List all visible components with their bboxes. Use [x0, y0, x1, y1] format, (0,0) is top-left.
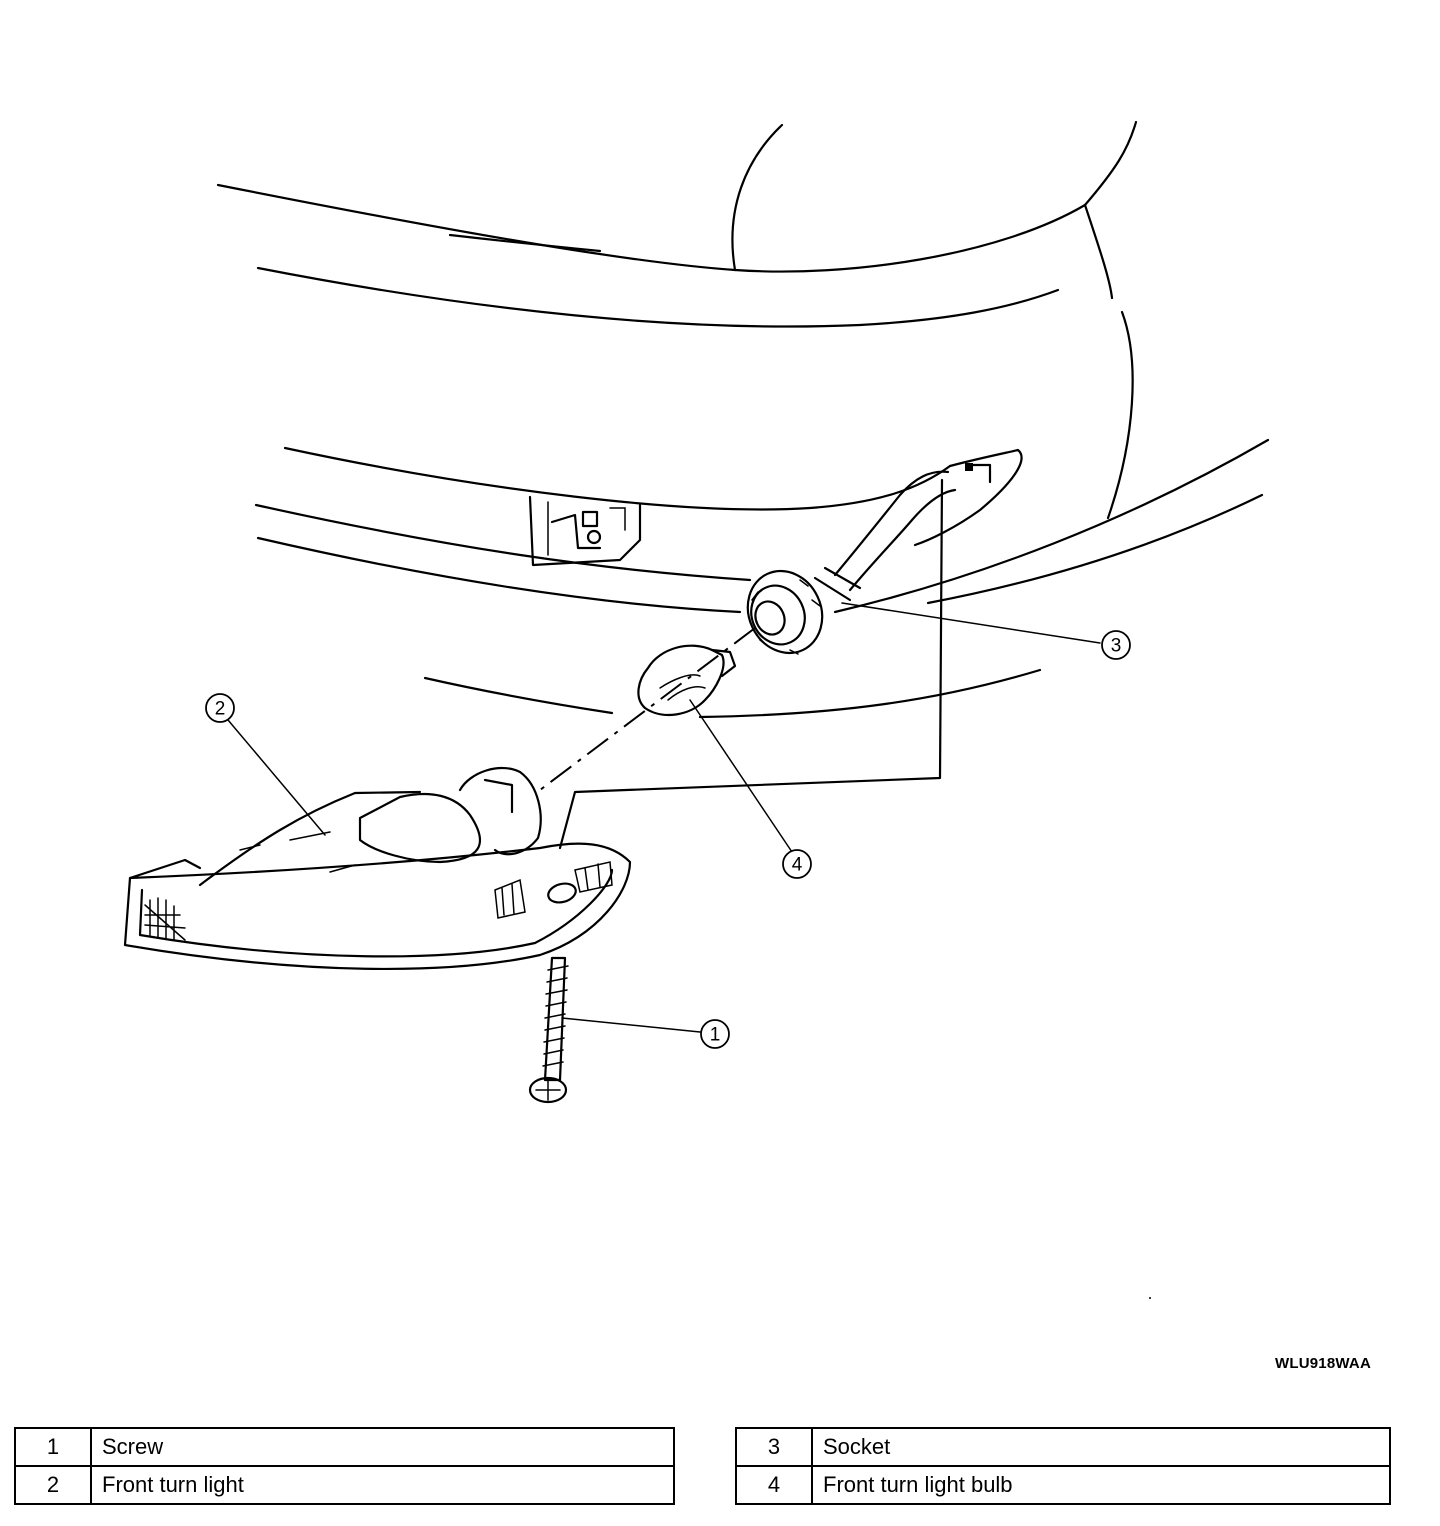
front-turn-light-bulb	[637, 644, 737, 716]
callout-1: 1	[700, 1019, 730, 1049]
legend-number: 3	[735, 1427, 813, 1467]
legend-number: 1	[14, 1427, 92, 1467]
table-row: 4 Front turn light bulb	[735, 1465, 1391, 1505]
legend-number: 4	[735, 1465, 813, 1505]
callout-2: 2	[205, 693, 235, 723]
leader-line-4	[689, 699, 793, 853]
svg-text:2: 2	[215, 699, 226, 720]
leader-line-3	[841, 602, 1101, 644]
legend-label: Screw	[90, 1427, 675, 1467]
legend-table-right: 3 Socket 4 Front turn light bulb	[735, 1427, 1391, 1505]
table-row: 1 Screw	[14, 1427, 675, 1467]
socket	[746, 463, 992, 655]
figure-code: WLU918WAA	[1275, 1355, 1371, 1372]
front-turn-light	[123, 478, 944, 971]
svg-text:3: 3	[1111, 636, 1122, 657]
legend-table-left: 1 Screw 2 Front turn light	[14, 1427, 675, 1505]
exploded-view-diagram: 1 2 3 4	[123, 120, 1270, 1299]
svg-text:1: 1	[710, 1025, 721, 1046]
table-row: 3 Socket	[735, 1427, 1391, 1467]
leader-line-1	[561, 1017, 701, 1033]
svg-text:4: 4	[792, 855, 803, 876]
screw	[528, 956, 569, 1104]
mounting-bracket	[528, 495, 642, 567]
legend-label: Front turn light bulb	[811, 1465, 1391, 1505]
stray-dot	[1149, 1297, 1151, 1299]
legend-number: 2	[14, 1465, 92, 1505]
vehicle-body-outline	[216, 120, 1270, 719]
callout-4: 4	[782, 849, 812, 879]
legend-label: Socket	[811, 1427, 1391, 1467]
callout-3: 3	[1101, 630, 1131, 660]
table-row: 2 Front turn light	[14, 1465, 675, 1505]
leader-line-2	[227, 719, 326, 836]
legend-label: Front turn light	[90, 1465, 675, 1505]
